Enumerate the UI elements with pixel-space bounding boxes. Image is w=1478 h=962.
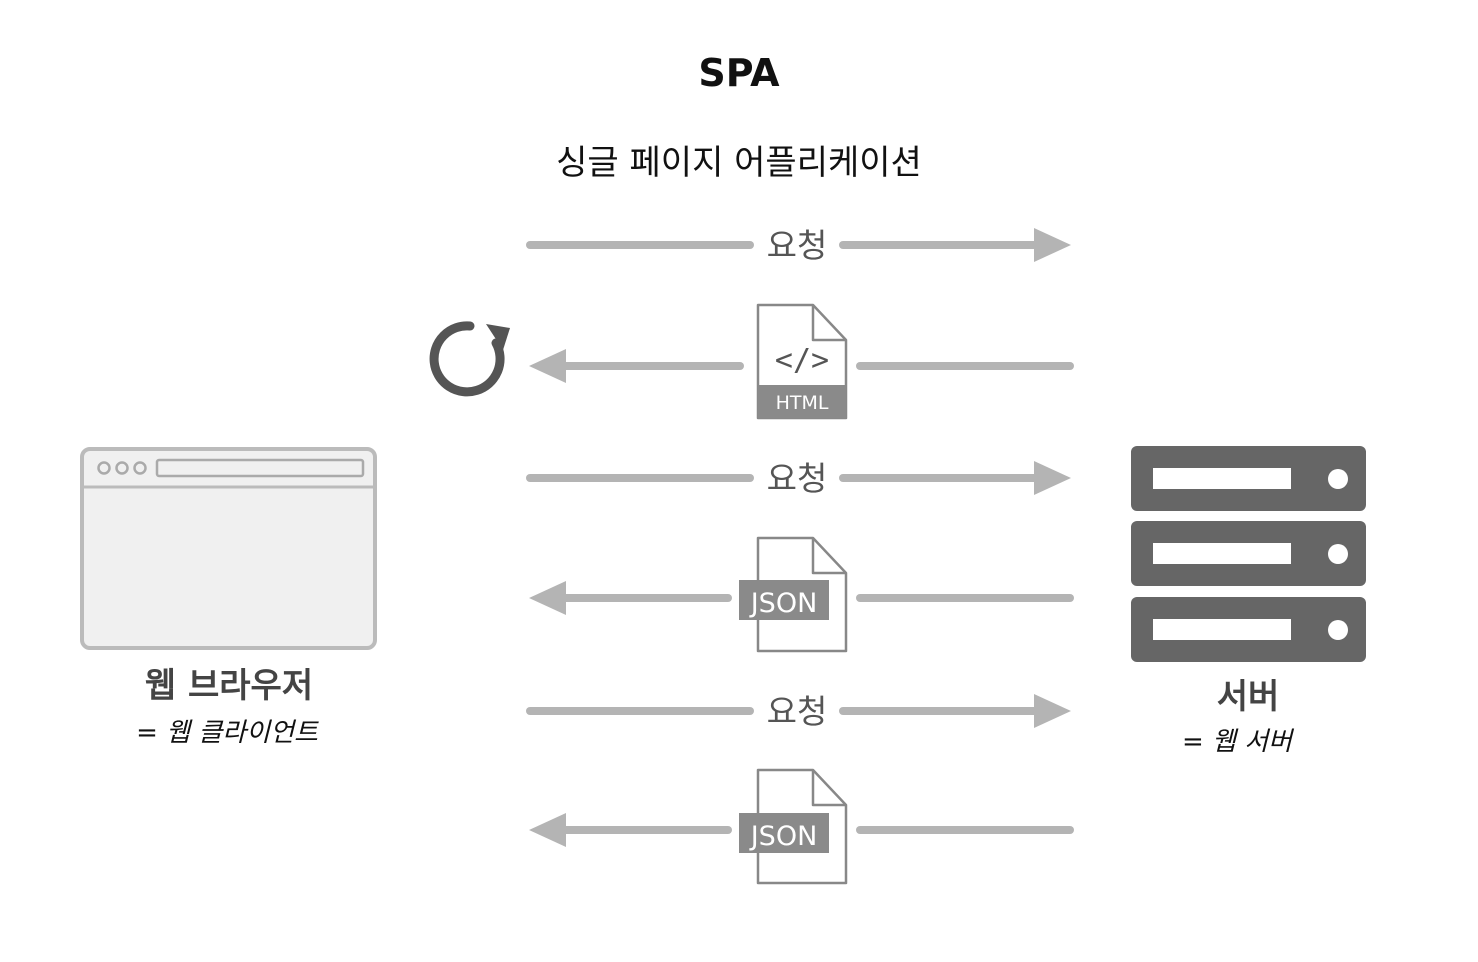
diagram-subtitle: 싱글 페이지 어플리케이션 [556,143,922,183]
json-file-icon: JSON [739,768,848,885]
html-file-icon: </> HTML [756,303,848,420]
server-sublabel: = 웹 서버 [1182,727,1295,757]
response-arrow [529,813,1074,847]
request-label: 요청 [767,226,828,265]
code-icon: </> [775,343,829,378]
server-unit [1131,446,1366,511]
browser-window-icon [80,447,377,650]
diagram-title: SPA [698,51,780,95]
request-label: 요청 [767,459,828,498]
refresh-icon [429,321,510,397]
server-label: 서버 [1217,677,1280,717]
server-unit [1131,597,1366,662]
request-arrow: 요청 [526,226,1071,265]
server-stack-icon [1131,446,1366,662]
server-unit [1131,521,1366,586]
response-arrow [529,581,1074,615]
html-badge-label: HTML [776,392,829,414]
json-badge-label: JSON [749,588,818,619]
json-file-icon: JSON [739,536,848,653]
request-arrow: 요청 [526,459,1071,498]
client-label: 웹 브라우저 [145,666,313,706]
response-arrow [529,349,1074,383]
client-sublabel: = 웹 클라이언트 [136,718,319,748]
request-arrow: 요청 [526,692,1071,731]
request-label: 요청 [767,692,828,731]
json-badge-label: JSON [749,821,818,852]
